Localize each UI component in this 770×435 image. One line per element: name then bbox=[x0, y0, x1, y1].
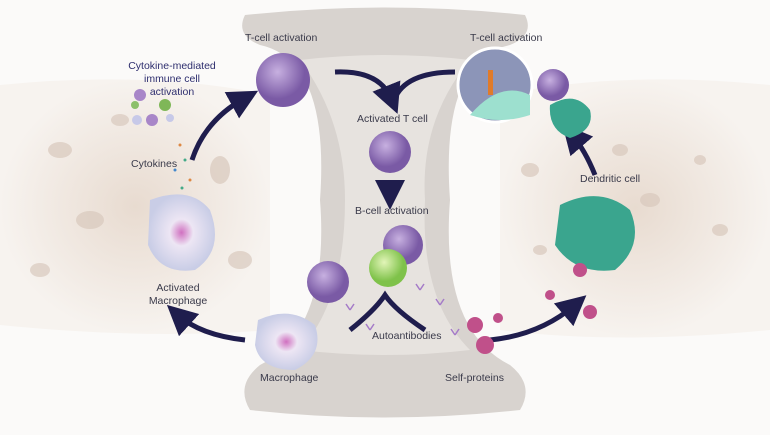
label-macrophage: Macrophage bbox=[260, 372, 319, 384]
label-t-cell-activation-right: T-cell activation bbox=[470, 32, 543, 44]
autoantibody-particles bbox=[345, 283, 460, 336]
arrow-left-to-activated-t bbox=[334, 69, 401, 114]
label-activated-t-cell: Activated T cell bbox=[357, 113, 428, 125]
label-cytokines: Cytokines bbox=[131, 158, 178, 170]
bone-tissue-right bbox=[500, 79, 770, 338]
arrow-to-dendritic bbox=[489, 295, 587, 343]
activated-t-cell bbox=[369, 131, 411, 173]
bone-tissue-left bbox=[0, 79, 270, 334]
tissue-pores bbox=[30, 114, 728, 277]
dendritic-cell-shape bbox=[555, 196, 635, 271]
label-cytokine-mediated: Cytokine-mediated immune cell activation bbox=[128, 60, 216, 98]
inset-t-cell-activation bbox=[456, 46, 591, 138]
arrow-to-t-cell bbox=[189, 90, 259, 161]
arrow-autoantibodies-split bbox=[348, 290, 427, 333]
label-b-cell-activation: B-cell activation bbox=[355, 205, 429, 217]
cytokine-particles bbox=[173, 143, 192, 190]
arrow-right-to-activated-t bbox=[391, 69, 456, 102]
arrow-to-activated-macrophage bbox=[166, 304, 246, 343]
label-self-proteins: Self-proteins bbox=[445, 372, 504, 384]
label-t-cell-activation-left: T-cell activation bbox=[245, 32, 318, 44]
label-autoantibodies: Autoantibodies bbox=[372, 330, 442, 342]
cycle-arrows bbox=[166, 69, 598, 343]
cytokine-cells bbox=[131, 89, 174, 126]
macrophage-bottom bbox=[255, 313, 318, 370]
activated-macrophage-cell bbox=[148, 194, 215, 271]
label-dendritic-cell: Dendritic cell bbox=[580, 173, 641, 185]
t-cell-bottom bbox=[307, 261, 349, 303]
t-cell-top bbox=[256, 53, 310, 107]
self-protein-particles bbox=[467, 263, 597, 354]
label-activated-macrophage: Activated Macrophage bbox=[148, 282, 208, 307]
arrow-to-t-cell-right bbox=[562, 123, 598, 176]
b-cell bbox=[369, 225, 423, 287]
